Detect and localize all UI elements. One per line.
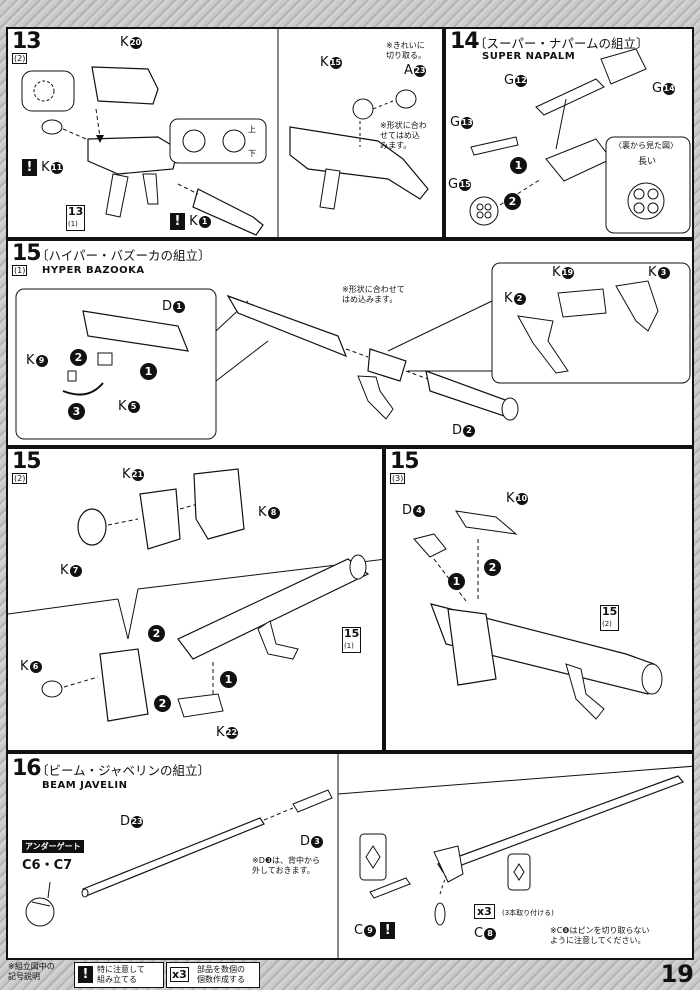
step-sub: (2)	[12, 473, 28, 484]
step-number: 16	[12, 756, 42, 781]
step-15-2-drawing	[8, 468, 382, 722]
label-C6-C7: C6・C7	[22, 858, 73, 873]
step-number: 13	[12, 29, 42, 54]
order-2-badge: 2	[504, 193, 521, 210]
note-fit-shape: ※形状に合わ せてはめ込 みます。	[380, 121, 427, 150]
order-2-badge: 2	[148, 625, 165, 642]
long-label: 長い	[638, 157, 657, 167]
under-gate-tag: アンダーゲート	[22, 840, 84, 853]
note-cut-clean: ※きれいに 切り取る。	[386, 41, 426, 60]
warning-icon: !	[380, 922, 396, 939]
order-1-badge: 1	[510, 157, 527, 174]
step-16-drawing	[25, 754, 692, 958]
order-2-badge: 2	[484, 559, 501, 576]
order-1-badge: 1	[140, 363, 157, 380]
label-K10: K10	[506, 491, 528, 506]
warning-icon: !	[22, 159, 37, 176]
repeat-icon: x3	[170, 967, 189, 982]
label-K11: ! K11	[22, 159, 63, 176]
step-title-en: HYPER BAZOOKA	[42, 265, 145, 276]
ref-step-15-1: 15(1)	[342, 627, 362, 653]
step-15-1-drawing	[15, 262, 691, 440]
label-K19: K19	[552, 265, 574, 280]
step-16-panel: 16 〔ビーム・ジャベリンの組立〕 BEAM JAVELIN	[6, 752, 694, 960]
note-c8: ※C❽はピンを切り取らない ように注意してください。	[550, 926, 650, 945]
note-fit-shape: ※形状に合わせて はめ込みます。	[342, 285, 405, 304]
step-sub: (1)	[12, 265, 28, 276]
step-13-panel: 13 (2)	[6, 27, 444, 239]
legend-repeat-text: 部品を数個の 個数作成する	[197, 965, 245, 984]
label-G15: G15	[448, 177, 472, 192]
step-title-en: BEAM JAVELIN	[42, 780, 128, 791]
label-down: 下	[248, 149, 256, 158]
ref-step-13-1: 13(1)	[66, 205, 86, 231]
step-sub: (2)	[12, 53, 28, 64]
label-K21: K21	[122, 467, 144, 482]
step-title: 〔ハイパー・バズーカの組立〕	[36, 248, 211, 263]
step-number: 15	[12, 241, 42, 266]
note-d3: ※D❸は、背中から 外しておきます。	[252, 856, 321, 875]
label-x3: x3	[474, 904, 495, 919]
step-15-3-drawing	[413, 510, 663, 720]
label-K22: K22	[216, 725, 238, 740]
label-K15: K15	[320, 55, 342, 70]
step-14-drawing	[469, 48, 691, 234]
ref-step-15-2: 15(2)	[600, 605, 620, 631]
label-K20: K20	[120, 35, 142, 50]
order-1-badge: 1	[448, 573, 465, 590]
label-up: 上	[248, 125, 256, 134]
legend-repeat-box: x3 部品を数個の 個数作成する	[166, 962, 260, 988]
label-G12: G12	[504, 73, 528, 88]
label-G14: G14	[652, 81, 676, 96]
order-2-badge: 2	[70, 349, 87, 366]
step-title: 〔ビーム・ジャベリンの組立〕	[36, 763, 211, 778]
step-number: 15	[390, 449, 420, 474]
label-D23: D23	[120, 814, 144, 829]
warning-icon: !	[78, 966, 93, 983]
step-number: 14	[450, 29, 480, 54]
legend-title: ※組立図中の 記号説明	[8, 962, 55, 981]
warning-icon: !	[170, 213, 185, 230]
label-G13: G13	[450, 115, 474, 130]
step-number: 15	[12, 449, 42, 474]
order-2-badge: 2	[154, 695, 171, 712]
step-14-panel: 14 〔スーパー・ナパームの組立〕 SUPER NAPALM G12 G14 G…	[444, 27, 694, 239]
legend-warn-box: ! 特に注意して 組み立てる	[74, 962, 164, 988]
note-x3: (3本取り付ける)	[502, 909, 554, 917]
legend-warn-text: 特に注意して 組み立てる	[97, 965, 145, 984]
order-1-badge: 1	[220, 671, 237, 688]
order-3-badge: 3	[68, 403, 85, 420]
step-15-1-panel: 15 (1) 〔ハイパー・バズーカの組立〕 HYPER BAZOOKA	[6, 239, 694, 447]
page-number: 19	[660, 960, 694, 988]
back-view-label: 〈裏から見た図〉	[614, 141, 678, 150]
step-title: 〔スーパー・ナパームの組立〕	[474, 36, 649, 51]
step-sub: (3)	[390, 473, 406, 484]
step-title-en: SUPER NAPALM	[482, 51, 576, 62]
step-13-drawing	[21, 29, 429, 237]
label-A23: A23	[404, 63, 426, 78]
